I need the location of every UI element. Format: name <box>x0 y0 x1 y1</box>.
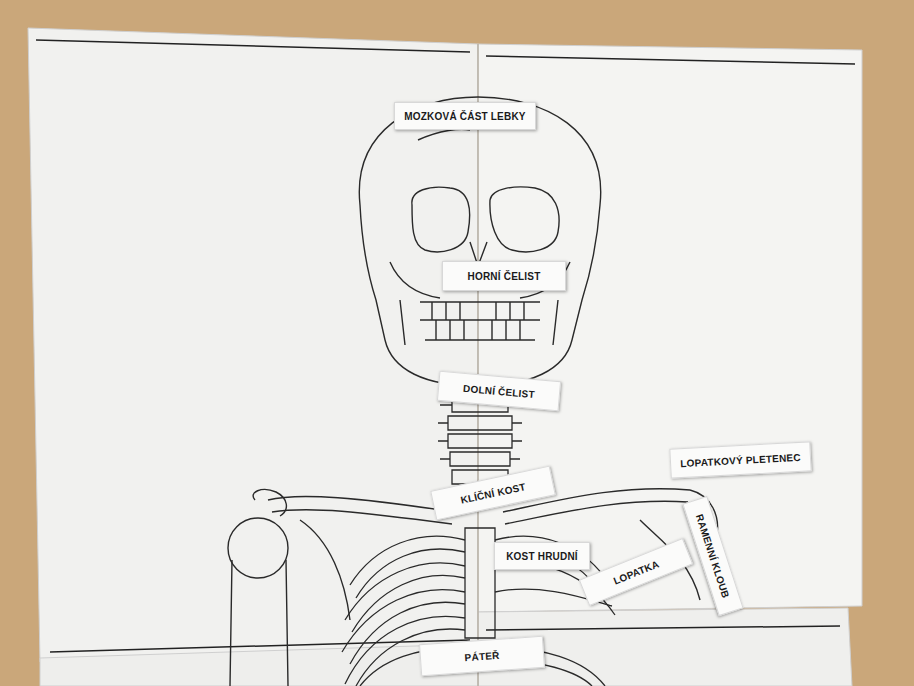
label-slip: KLÍČNÍ KOST <box>430 466 556 521</box>
label-slip: LOPATKA <box>579 538 693 606</box>
label-slip: DOLNÍ ČELIST <box>437 371 561 412</box>
shoulders-clavicles <box>228 489 718 686</box>
label-slip: HORNÍ ČELIST <box>442 261 566 291</box>
skull <box>359 97 600 386</box>
rib-cage <box>342 528 615 686</box>
paper-sheets <box>28 28 862 686</box>
label-text: MOZKOVÁ ČÁST LEBKY <box>404 111 525 122</box>
label-text: HORNÍ ČELIST <box>468 271 541 282</box>
label-slip: PÁTEŘ <box>419 636 545 677</box>
label-text: KLÍČNÍ KOST <box>460 481 527 506</box>
label-text: LOPATKA <box>612 558 661 586</box>
label-text: KOST HRUDNÍ <box>506 551 578 562</box>
label-slip: LOPATKOVÝ PLETENEC <box>669 441 811 478</box>
label-text: PÁTEŘ <box>464 649 500 662</box>
label-slip: MOZKOVÁ ČÁST LEBKY <box>394 102 536 130</box>
label-slip: RAMENNÍ KLOUB <box>682 496 743 616</box>
cervical-spine <box>438 398 522 484</box>
label-text: LOPATKOVÝ PLETENEC <box>680 451 801 468</box>
label-slip: KOST HRUDNÍ <box>494 542 590 570</box>
label-text: DOLNÍ ČELIST <box>463 382 536 399</box>
label-text: RAMENNÍ KLOUB <box>694 513 732 600</box>
